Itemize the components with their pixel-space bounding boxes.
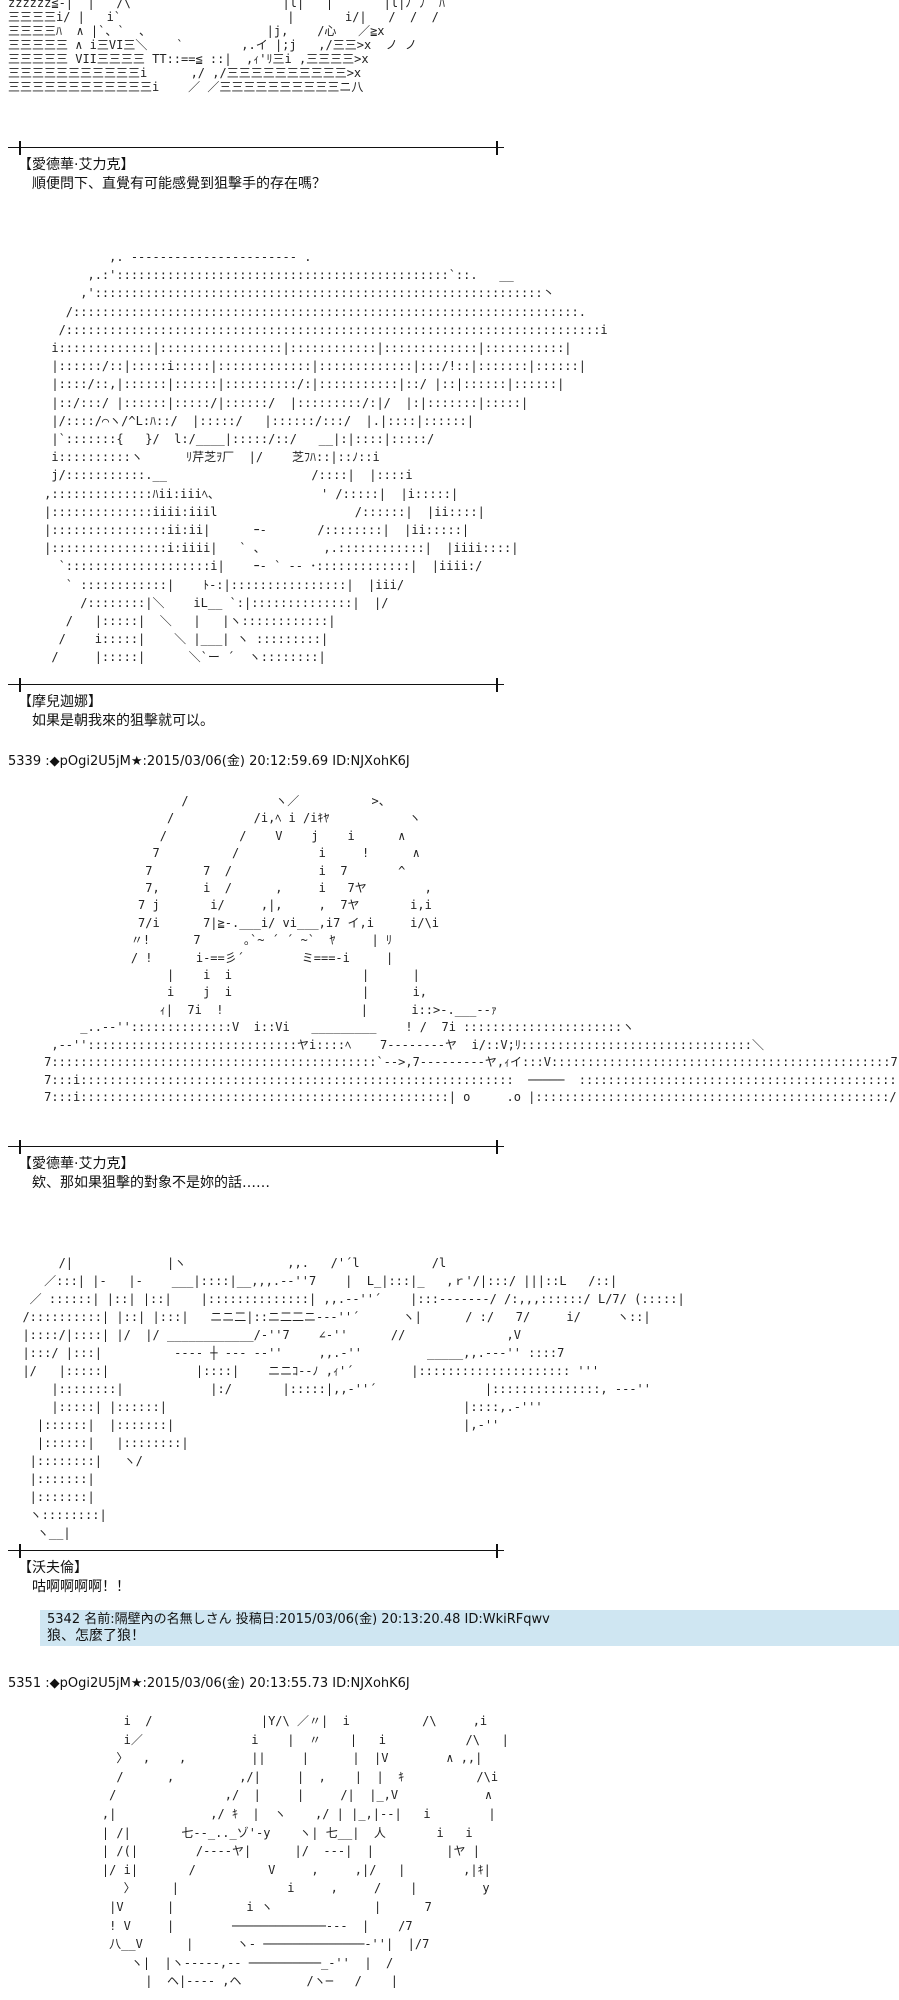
- ascii-art-2: ,. -‐‐‐‐‐‐‐‐‐‐‐‐‐‐‐‐‐‐‐‐‐- . ,.:':::::::…: [44, 250, 608, 665]
- speaker-name: 【愛德華·艾力克】: [18, 1156, 135, 1172]
- ascii-art-3: / ヽ／ >、 / /i,ﾍ i /iｷﾔ ヽ / / V j i ∧ 7 / …: [44, 794, 899, 1104]
- divider-tick: [496, 141, 498, 155]
- dialogue-line: 順便問下、直覺有可能感覺到狙擊手的存在嗎？: [32, 176, 326, 192]
- dialogue-line: 欸、那如果狙擊的對象不是妳的話……: [32, 1175, 270, 1191]
- divider-tick: [19, 1140, 21, 1154]
- divider-tick: [19, 678, 21, 692]
- divider-tick: [496, 1140, 498, 1154]
- speaker-name: 【摩兒迦娜】: [18, 694, 102, 710]
- reply-body: 狼、怎麼了狼！: [47, 1628, 145, 1644]
- post-header: 5351 :◆pOgi2U5jM★:2015/03/06(金) 20:13:55…: [8, 1676, 410, 1691]
- dialogue-line: 如果是朝我來的狙擊就可以。: [32, 713, 214, 729]
- reply-box: 5342 名前:隔壁內の名無しさん 投稿日:2015/03/06(金) 20:1…: [40, 1610, 899, 1646]
- speaker-name: 【愛德華·艾力克】: [18, 157, 135, 173]
- divider-tick: [496, 1544, 498, 1558]
- speaker-name: 【沃夫倫】: [18, 1560, 88, 1576]
- divider-rule: [8, 1550, 504, 1551]
- divider-tick: [19, 141, 21, 155]
- ascii-art-4: /| |ヽ ,,. /'´l /l ／:::| |‐ |‐ ___|::::|_…: [22, 1256, 685, 1540]
- divider-rule: [8, 147, 504, 148]
- dialogue-line: 咕啊啊啊啊！！: [32, 1579, 130, 1595]
- divider-tick: [496, 678, 498, 692]
- divider-tick: [19, 1544, 21, 1558]
- ascii-art-5: i / |Y/\ ／〃| i /\ ,i i／ i | 〃 | i /\ | 〉…: [101, 1714, 509, 1989]
- reply-header: 5342 名前:隔壁內の名無しさん 投稿日:2015/03/06(金) 20:1…: [47, 1612, 550, 1627]
- ascii-art-1: zzzzzz≦-| | /\ ` |l| | |l|ﾉ ﾌ ﾊ 三三三三i/ |…: [8, 0, 446, 94]
- post-header: 5339 :◆pOgi2U5jM★:2015/03/06(金) 20:12:59…: [8, 754, 410, 769]
- divider-rule: [8, 684, 504, 685]
- divider-rule: [8, 1146, 504, 1147]
